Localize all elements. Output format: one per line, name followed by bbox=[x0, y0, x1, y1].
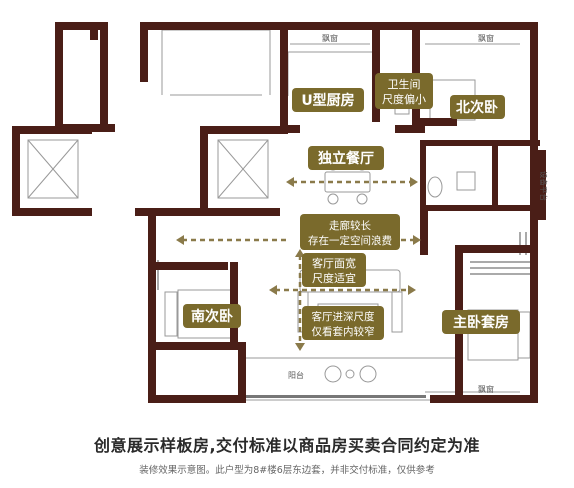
master-suite-label: 主卧套房 bbox=[453, 314, 509, 331]
arrow-heads bbox=[176, 177, 421, 351]
dining-label: 独立餐厅 bbox=[318, 150, 374, 167]
window-label-bottom: 飘窗 bbox=[478, 384, 494, 394]
living-width-label-line1: 客厅面宽 bbox=[312, 256, 356, 270]
floor-plan: 飘窗 飘窗 飘窗 阳台 设备平台 U型厨房 卫生间 尺度偏小 北次卧 独立餐厅 … bbox=[12, 22, 550, 403]
south-bedroom-label: 南次卧 bbox=[191, 308, 233, 325]
walls bbox=[12, 22, 550, 403]
bathroom-label-line1: 卫生间 bbox=[388, 77, 421, 91]
caption-main: 创意展示样板房,交付标准以商品房买卖合同约定为准 bbox=[93, 436, 481, 455]
living-depth-label-line1: 客厅进深尺度 bbox=[312, 310, 375, 323]
window-label-top-right: 飘窗 bbox=[478, 33, 494, 43]
north-bedroom-label: 北次卧 bbox=[456, 99, 498, 116]
bathroom-label-line2: 尺度偏小 bbox=[382, 92, 426, 106]
caption-sub: 装修效果示意图。此户型为8#楼6层东边套，并非交付标准，仅供参考 bbox=[139, 465, 435, 476]
living-depth-label-line2: 仅看套内较窄 bbox=[312, 325, 375, 338]
corridor-label-line2: 存在一定空间浪费 bbox=[308, 234, 392, 247]
window-label-top-left: 飘窗 bbox=[322, 33, 338, 43]
corridor-label-line1: 走廊较长 bbox=[329, 219, 371, 232]
balcony-label: 阳台 bbox=[288, 370, 304, 380]
living-width-label-line2: 尺度适宜 bbox=[312, 271, 356, 285]
equipment-platform-label: 设备平台 bbox=[539, 171, 549, 201]
kitchen-label: U型厨房 bbox=[301, 92, 354, 109]
room-tags: U型厨房 卫生间 尺度偏小 北次卧 独立餐厅 走廊较长 存在一定空间浪费 客厅面… bbox=[183, 73, 520, 340]
